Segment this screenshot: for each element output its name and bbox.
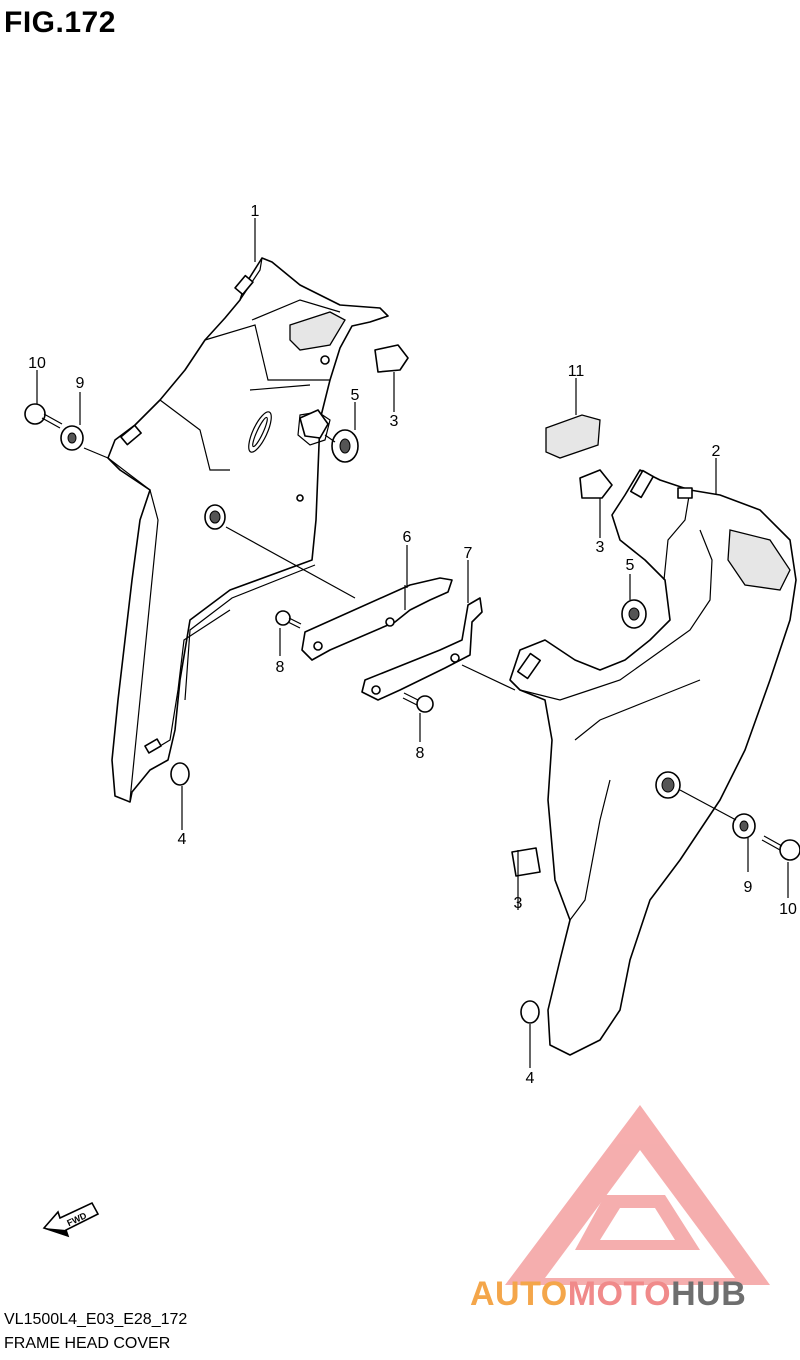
- callout-3-lower: 3: [514, 895, 523, 912]
- hardware: [24, 344, 800, 1024]
- watermark-logo: [505, 1105, 770, 1285]
- watermark-text: AUTOMOTOHUB: [470, 1275, 746, 1314]
- callout-3-right: 3: [596, 539, 605, 556]
- watermark-part3: HUB: [671, 1275, 747, 1313]
- fwd-arrow-icon: FWD: [42, 1201, 100, 1238]
- callout-11: 11: [568, 363, 585, 380]
- part-1-left-cover: [107, 257, 389, 803]
- callout-10-left: 10: [28, 355, 46, 372]
- callout-2: 2: [712, 443, 721, 460]
- watermark-part2: MOTO: [567, 1275, 672, 1313]
- callout-10-right: 10: [779, 901, 797, 918]
- callout-4-lower: 4: [526, 1070, 535, 1087]
- callout-8-upper: 8: [276, 659, 285, 676]
- callout-9-right: 9: [744, 879, 753, 896]
- part-6-bracket: [301, 577, 453, 661]
- callout-9-left: 9: [76, 375, 85, 392]
- callout-8-lower: 8: [416, 745, 425, 762]
- callout-7: 7: [464, 545, 473, 562]
- callout-5-right: 5: [626, 557, 635, 574]
- part-2-right-cover: [509, 469, 797, 1056]
- diagram-code: VL1500L4_E03_E28_172: [4, 1311, 188, 1328]
- part-7-bracket: [361, 597, 483, 701]
- diagram-name: FRAME HEAD COVER: [4, 1335, 171, 1352]
- callout-1: 1: [251, 203, 260, 220]
- figure-title: FIG.172: [4, 6, 116, 39]
- watermark-part1: AUTO: [470, 1275, 568, 1313]
- callout-3-upper: 3: [390, 413, 399, 430]
- callout-4-left: 4: [178, 831, 187, 848]
- callout-6: 6: [403, 529, 412, 546]
- callout-5-left: 5: [351, 387, 360, 404]
- leader-lines: [36, 218, 789, 1068]
